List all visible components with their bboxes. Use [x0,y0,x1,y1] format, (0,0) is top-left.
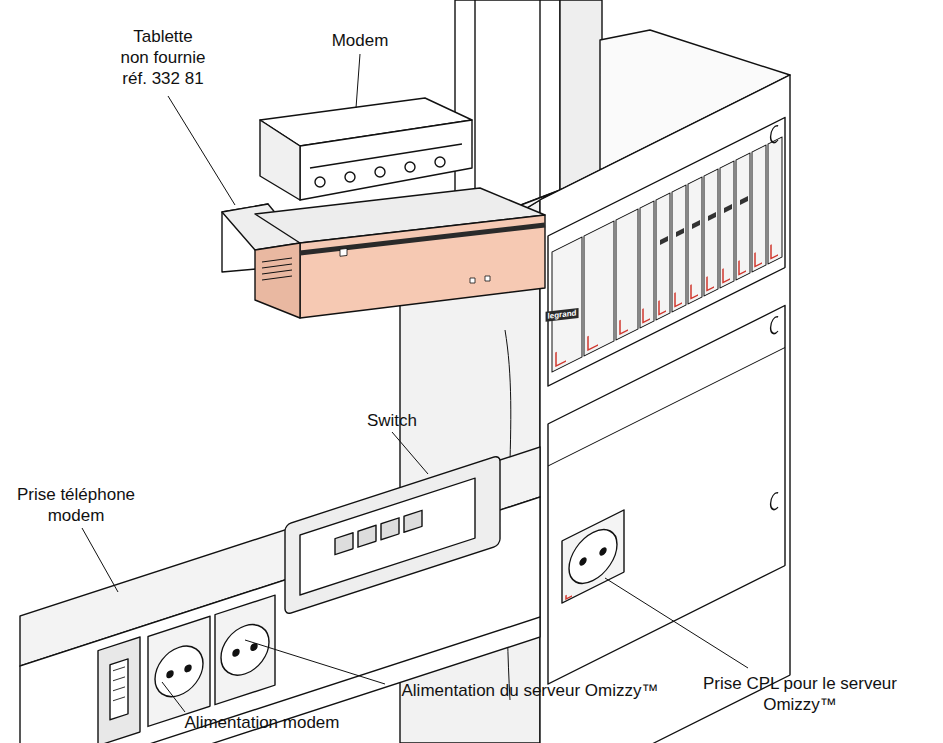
callout-label: Modem [332,30,389,51]
brand-mark: legrand [546,308,579,322]
callout-label: Alimentation du serveur Omizzy™ [402,680,659,701]
callout-label: Prise téléphone modem [10,484,142,526]
switch-box [285,455,500,615]
modem-device [260,98,472,200]
callout-label: Tablette non fournie réf. 332 81 [117,26,209,89]
callout-label: Prise CPL pour le serveur Omizzy™ [700,673,900,715]
phone-outlet [98,637,140,743]
cpl-socket [562,510,624,603]
leader-lines [82,54,748,712]
callout-label: Switch [367,410,417,431]
shelf [222,188,545,318]
callout-label: Alimentation modem [185,712,340,733]
